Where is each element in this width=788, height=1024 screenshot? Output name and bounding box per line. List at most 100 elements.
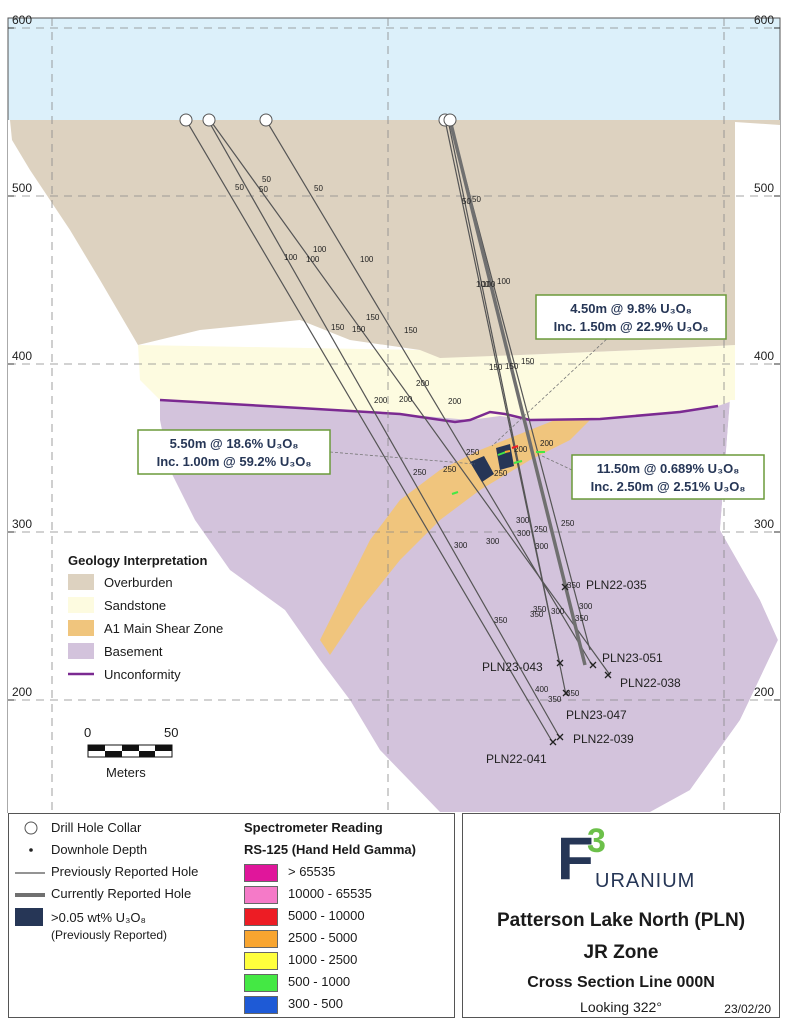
- drill-holes-previous: [185, 119, 611, 744]
- depth-label: 400: [535, 685, 549, 694]
- svg-text:4.50m @ 9.8% U₃O₈: 4.50m @ 9.8% U₃O₈: [570, 301, 692, 316]
- svg-text:Geology Interpretation: Geology Interpretation: [68, 553, 207, 568]
- depth-label: 200: [540, 439, 554, 448]
- depth-label: 150: [331, 323, 345, 332]
- depth-label: 100: [476, 280, 490, 289]
- thick-line-icon: [15, 893, 45, 897]
- a1-shear-zone: [320, 420, 590, 655]
- geology-legend: Geology Interpretation Overburden Sandst…: [68, 553, 223, 682]
- basement-unit: [160, 400, 778, 812]
- svg-text:Sandstone: Sandstone: [104, 598, 166, 613]
- depth-label: 250: [443, 465, 457, 474]
- depth-label: 100: [313, 245, 327, 254]
- depth-label: 50: [262, 175, 271, 184]
- depth-label: 100: [284, 253, 298, 262]
- depth-label: 300: [517, 529, 531, 538]
- depth-label: 350: [530, 610, 544, 619]
- svg-text:5.50m @ 18.6% U₃O₈: 5.50m @ 18.6% U₃O₈: [170, 436, 299, 451]
- elev-label-left: 300: [12, 517, 32, 531]
- depth-label: 250: [494, 469, 508, 478]
- depth-label: 150: [505, 362, 519, 371]
- scale-bar: 0 50 Meters: [84, 725, 178, 780]
- overburden-swatch: [68, 574, 94, 590]
- hole-label: PLN23-047: [566, 708, 627, 722]
- depth-label: 150: [404, 326, 418, 335]
- sandstone-swatch: [68, 597, 94, 613]
- depth-label: 350: [575, 614, 589, 623]
- svg-text:50: 50: [164, 725, 178, 740]
- svg-text:11.50m @ 0.689% U₃O₈: 11.50m @ 0.689% U₃O₈: [597, 461, 740, 476]
- collar-icon: [202, 113, 216, 127]
- collar-icon: [259, 113, 273, 127]
- depth-label: 250: [534, 525, 548, 534]
- looking-direction: Looking 322°: [580, 999, 662, 1015]
- elev-label-right: 500: [754, 181, 774, 195]
- depth-label: 100: [360, 255, 374, 264]
- title-line-3: Cross Section Line 000N: [527, 974, 715, 991]
- elev-label-left: 200: [12, 685, 32, 699]
- date-stamp: 23/02/20: [724, 1002, 771, 1016]
- callout-3: 11.50m @ 0.689% U₃O₈ Inc. 2.50m @ 2.51% …: [571, 454, 765, 500]
- depth-label: 250: [466, 448, 480, 457]
- hole-label: PLN23-051: [602, 651, 663, 665]
- hole-label: PLN22-038: [620, 676, 681, 690]
- depth-label: 300: [516, 516, 530, 525]
- svg-text:Inc. 2.50m @ 2.51% U₃O₈: Inc. 2.50m @ 2.51% U₃O₈: [591, 479, 746, 494]
- grid-lines: [8, 18, 780, 813]
- depth-label: 300: [454, 541, 468, 550]
- elev-label-left: 500: [12, 181, 32, 195]
- collar-icon: [443, 113, 457, 127]
- drill-hole-current: [448, 119, 587, 666]
- hole-label: PLN22-039: [573, 732, 634, 746]
- depth-label: 100: [482, 280, 496, 289]
- depth-label: 150: [489, 363, 503, 372]
- svg-text:Overburden: Overburden: [104, 575, 173, 590]
- title-line-1: Patterson Lake North (PLN): [496, 910, 746, 931]
- navy-box-icon: [15, 908, 43, 926]
- elev-label-left: 400: [12, 349, 32, 363]
- depth-label: 300: [535, 542, 549, 551]
- basement-swatch: [68, 643, 94, 659]
- elev-label-right: 600: [754, 13, 774, 27]
- depth-label: 200: [448, 397, 462, 406]
- cross-section-map: 600 500 400 300 200 600 500 400 300 200 …: [7, 13, 781, 813]
- elev-label-right: 200: [754, 685, 774, 699]
- depth-label: 150: [352, 325, 366, 334]
- depth-label: 100: [497, 277, 511, 286]
- company-logo: F 3 URANIUM: [557, 822, 696, 892]
- shear-swatch: [68, 620, 94, 636]
- svg-text:Unconformity: Unconformity: [104, 667, 181, 682]
- svg-text:A1 Main Shear Zone: A1 Main Shear Zone: [104, 621, 223, 636]
- depth-label: 200: [416, 379, 430, 388]
- depth-label: 350: [533, 605, 547, 614]
- depth-label: 50: [235, 183, 244, 192]
- elev-label-left: 600: [12, 13, 32, 27]
- hole-label: PLN23-043: [482, 660, 543, 674]
- depth-label: 350: [548, 695, 562, 704]
- depth-label: 50: [472, 195, 481, 204]
- elev-label-right: 300: [754, 517, 774, 531]
- callout-2: 5.50m @ 18.6% U₃O₈ Inc. 1.00m @ 59.2% U₃…: [137, 429, 331, 475]
- svg-text:Basement: Basement: [104, 644, 163, 659]
- depth-label: 200: [374, 396, 388, 405]
- depth-label: 150: [366, 313, 380, 322]
- depth-label: 250: [561, 519, 575, 528]
- svg-text:0: 0: [84, 725, 91, 740]
- spectrometer-legend: Spectrometer Reading RS-125 (Hand Held G…: [240, 813, 455, 1018]
- elev-label-right: 400: [754, 349, 774, 363]
- collar-icon: [179, 113, 193, 127]
- drill-collars: [179, 113, 457, 127]
- depth-label: 50: [462, 197, 471, 206]
- hole-label: PLN22-041: [486, 752, 547, 766]
- depth-label: 150: [521, 357, 535, 366]
- depth-label: 100: [306, 255, 320, 264]
- unconformity-line: [159, 398, 719, 424]
- title-block: F 3 URANIUM Patterson Lake North (PLN) J…: [462, 813, 780, 1018]
- depth-label: 200: [399, 395, 413, 404]
- callout-1: 4.50m @ 9.8% U₃O₈ Inc. 1.50m @ 22.9% U₃O…: [535, 294, 727, 340]
- hole-label: PLN22-035: [586, 578, 647, 592]
- depth-label: 250: [413, 468, 427, 477]
- title-line-2: JR Zone: [583, 942, 659, 963]
- depth-label: 300: [486, 537, 500, 546]
- dot-icon: [29, 848, 33, 852]
